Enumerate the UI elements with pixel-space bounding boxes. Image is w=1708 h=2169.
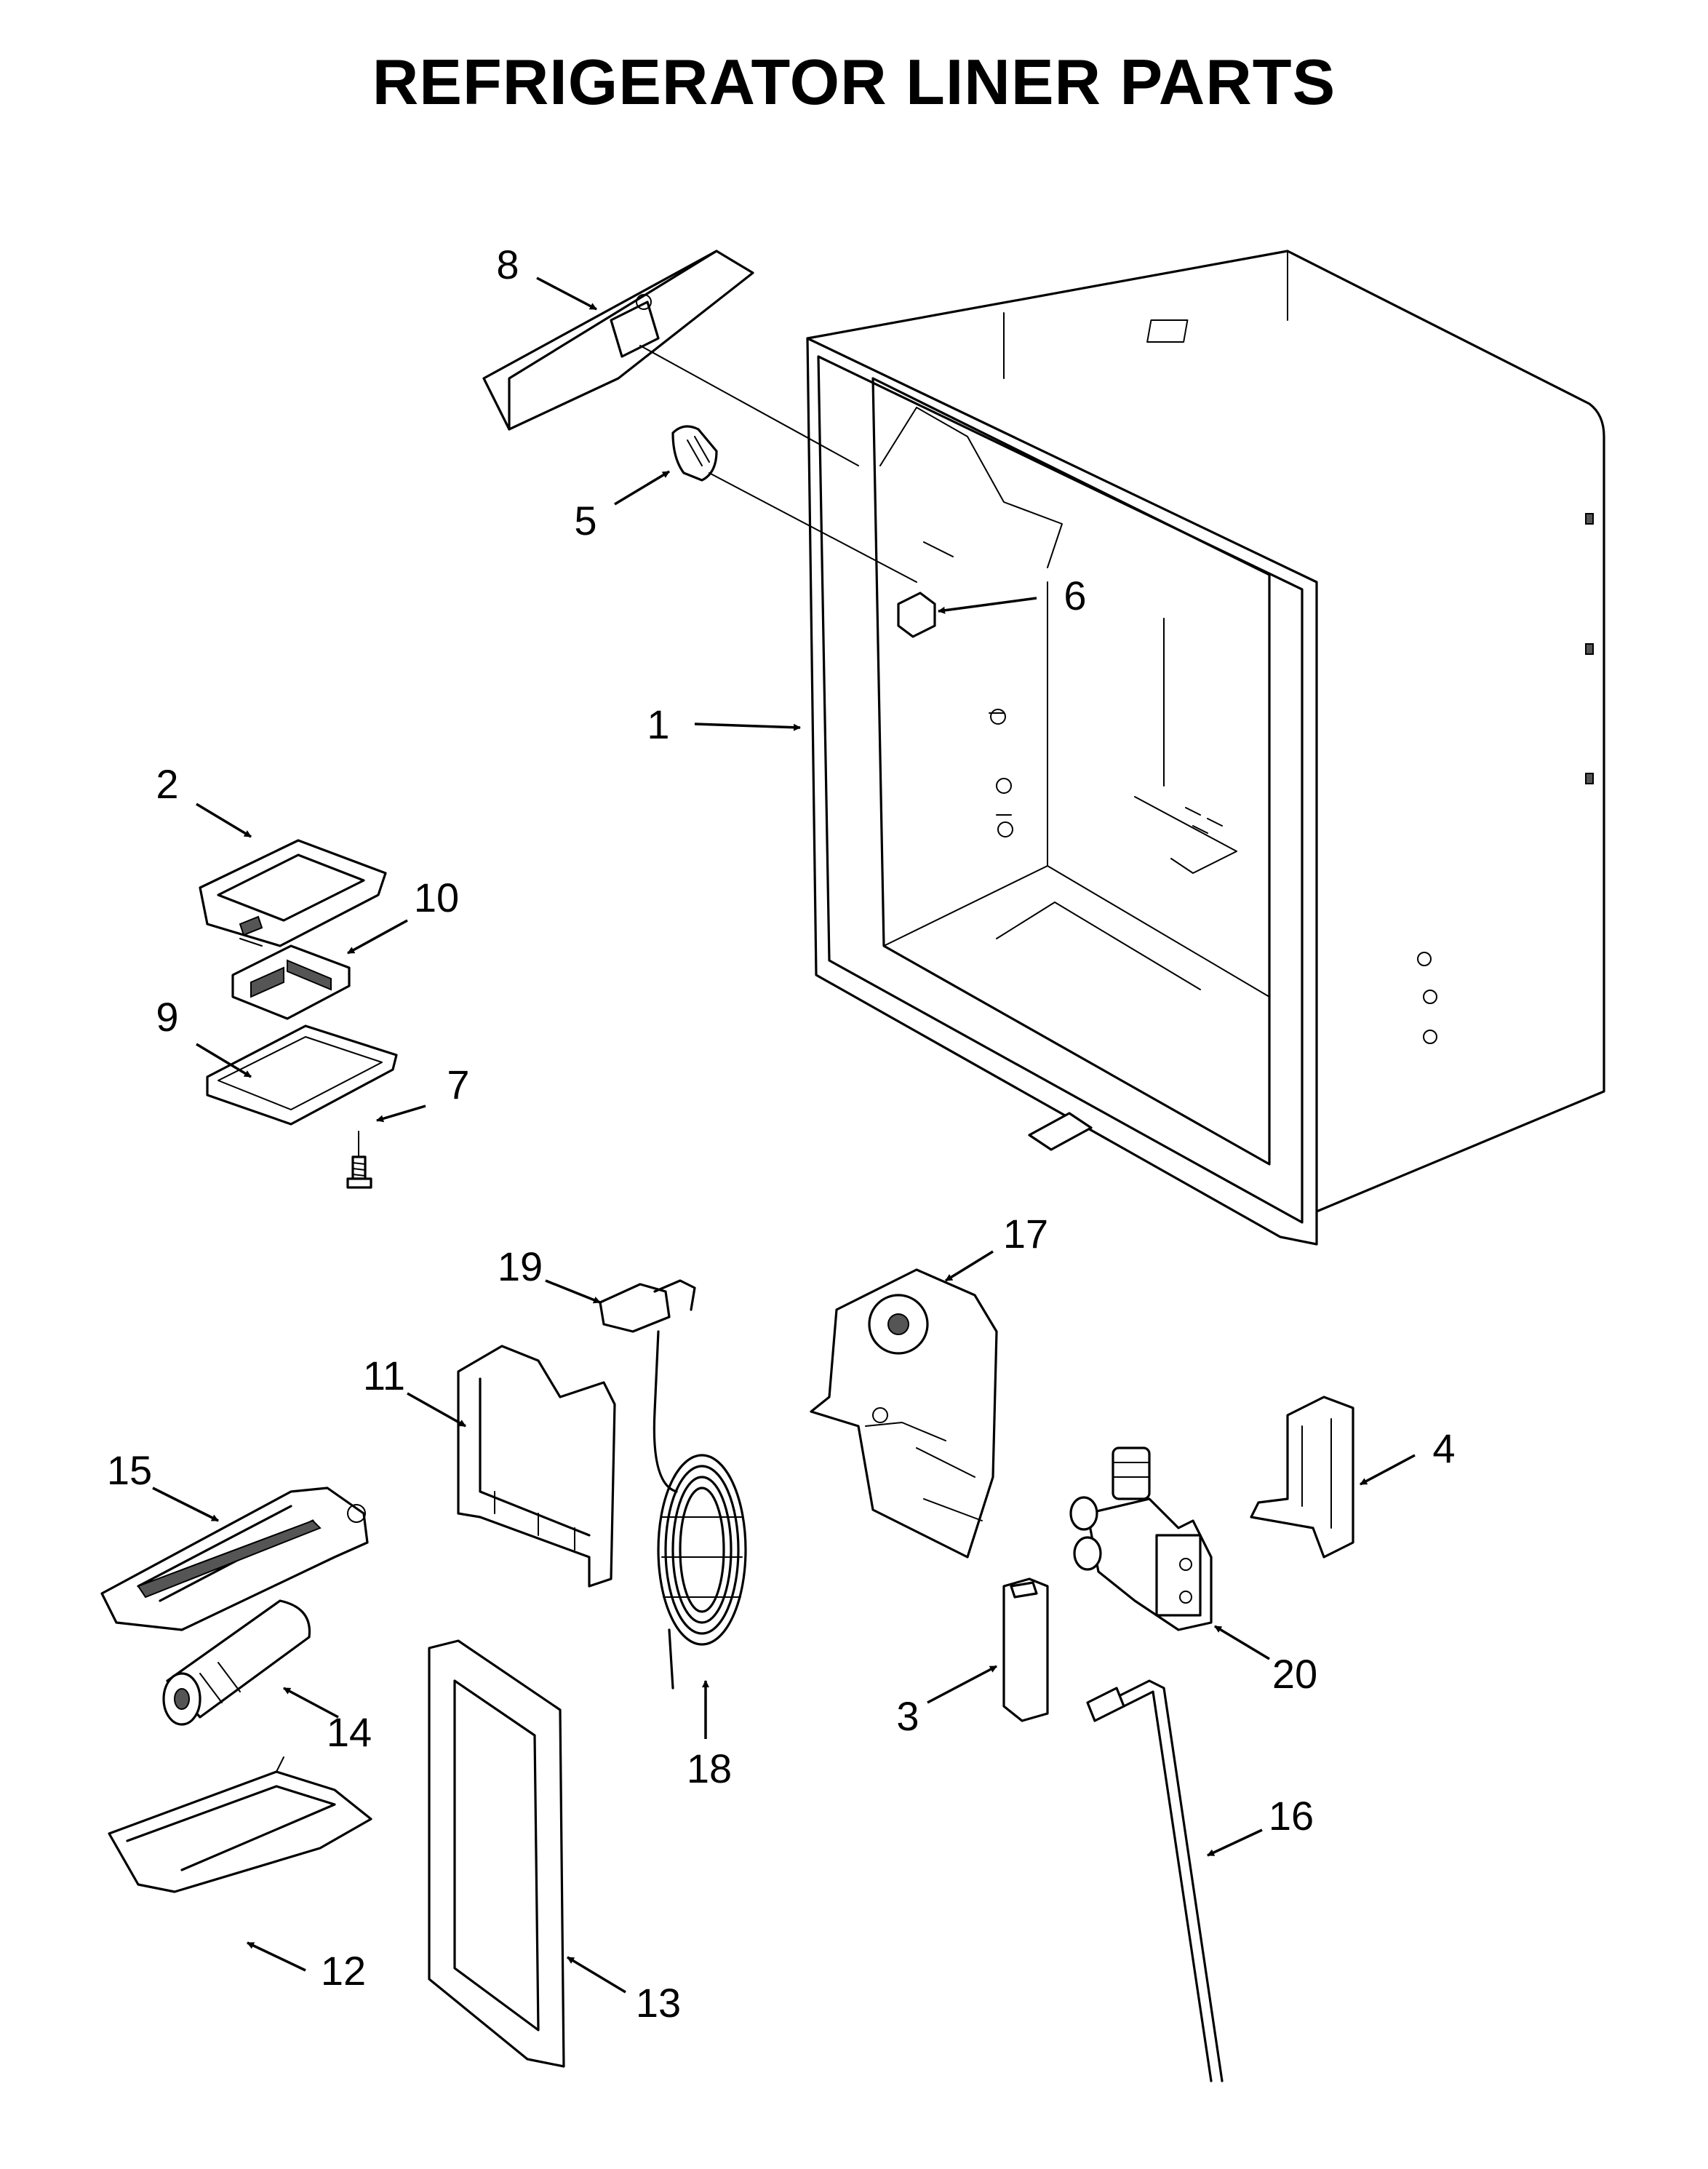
- callout-17: 17: [1003, 1211, 1048, 1257]
- part-9-cover-plate: [206, 1024, 398, 1126]
- part-6-switch: [897, 592, 936, 638]
- part-5-damper-knob: [671, 425, 917, 583]
- part-3-clip: [1002, 1577, 1049, 1722]
- callout-7: 7: [447, 1062, 469, 1107]
- part-1-refrigerator-liner: [806, 250, 1605, 1246]
- part-13-trim-panel: [428, 1639, 565, 2068]
- callout-20: 20: [1272, 1651, 1317, 1697]
- part-2-housing-frame: [199, 839, 387, 947]
- diagram-title: REFRIGERATOR LINER PARTS: [372, 46, 1336, 118]
- callout-19: 19: [498, 1243, 543, 1289]
- callout-10: 10: [414, 875, 459, 920]
- callout-3: 3: [896, 1693, 919, 1739]
- part-12-filter-cover: [108, 1756, 372, 1893]
- callout-9: 9: [156, 994, 178, 1040]
- part-20-water-valve: [1069, 1446, 1213, 1631]
- callout-labels: 8 5 6 1 2 10 9 7 17 19 11 4 15 20 3 18 1…: [107, 242, 1456, 2026]
- part-14-water-filter: [162, 1599, 311, 1726]
- part-17-auger-motor-mount: [810, 1268, 998, 1559]
- callout-14: 14: [327, 1709, 372, 1755]
- callout-12: 12: [321, 1948, 366, 1994]
- callout-18: 18: [687, 1746, 732, 1791]
- leader-arrows: [152, 276, 1416, 1994]
- part-10-heater: [231, 938, 351, 1020]
- callout-16: 16: [1269, 1793, 1314, 1839]
- part-11-dispenser-bracket: [457, 1345, 616, 1588]
- part-15-filter-housing: [100, 1487, 369, 1631]
- part-19-thermistor: [599, 1279, 696, 1413]
- part-16-water-tube: [1086, 1679, 1224, 2082]
- callout-6: 6: [1063, 573, 1086, 618]
- part-4-valve-bracket: [1250, 1396, 1354, 1559]
- callout-15: 15: [107, 1447, 152, 1493]
- callout-5: 5: [574, 498, 596, 544]
- part-18-wire-harness: [653, 1410, 747, 1690]
- callout-4: 4: [1432, 1425, 1455, 1471]
- part-7-screw: [346, 1131, 372, 1189]
- callout-11: 11: [363, 1353, 405, 1398]
- callout-1: 1: [647, 701, 669, 747]
- callout-8: 8: [496, 242, 519, 287]
- part-8-air-duct: [482, 250, 859, 466]
- callout-2: 2: [156, 761, 178, 807]
- callout-13: 13: [636, 1980, 681, 2026]
